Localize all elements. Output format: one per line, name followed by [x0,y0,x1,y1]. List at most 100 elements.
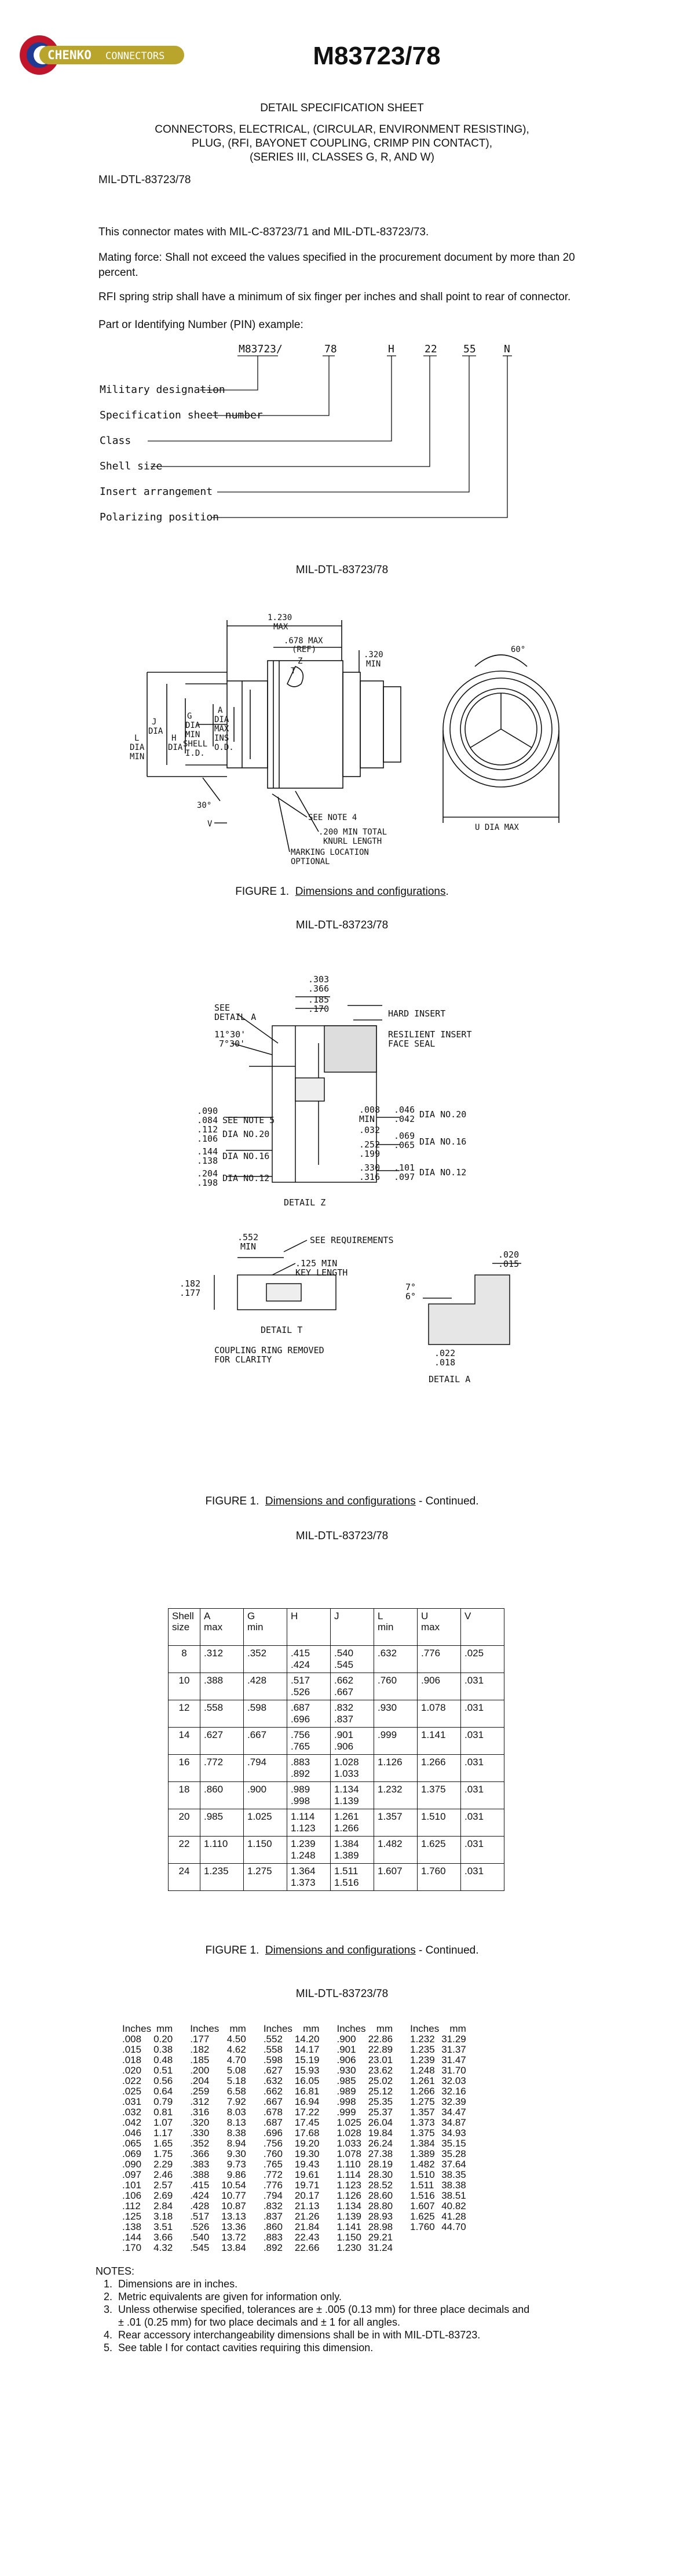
table-cell: 24 [168,1863,200,1891]
dim-knurl-max: .678 MAX [284,636,323,646]
conversion-inches: .204 [190,2075,210,2086]
table-cell: .558 [200,1700,244,1728]
conversion-mm: 13.84 [221,2242,246,2253]
conversion-inches: .182 [190,2044,210,2055]
table-cell: .999 [374,1727,418,1755]
figure1-caption-link[interactable]: Dimensions and configurations [295,886,446,898]
table-cell: .031 [460,1727,504,1755]
conversion-mm: 17.45 [294,2117,320,2128]
table-cell: 1.261 1.266 [330,1809,374,1837]
conversion-inches: .772 [263,2169,283,2180]
table-cell: 1.482 [374,1836,418,1864]
conversion-mm: 19.61 [294,2169,320,2180]
conversion-inches: .892 [263,2242,283,2253]
dim-552: .552 [237,1232,258,1243]
conversion-inches: .545 [190,2242,210,2253]
pin-example-diagram: M83723/ 78 H 22 55 N Military designatio… [100,343,512,523]
conversion-mm: 25.37 [368,2107,393,2118]
table-cell: 1.078 [417,1700,461,1728]
conversion-inches: .632 [263,2075,283,2086]
conversion-inches: .860 [263,2221,283,2232]
conversion-inches: .046 [122,2127,142,2138]
conversion-inches: .598 [263,2054,283,2065]
pin-part-shell: 22 [425,343,437,355]
table-cell: 1.760 [417,1863,461,1891]
conversion-mm: 28.80 [368,2200,393,2211]
angle-7: 7° [405,1282,416,1292]
conversion-inches: .428 [190,2200,210,2211]
figure1b-caption-link[interactable]: Dimensions and configurations [265,1495,416,1507]
conversion-inches: .200 [190,2065,210,2076]
conversion-mm: 10.77 [221,2190,246,2201]
table-cell: 1.110 [200,1836,244,1864]
conversion-inches [407,2243,441,2253]
dia-no20-b: DIA NO.20 [222,1129,269,1139]
conversion-mm: 0.48 [153,2054,173,2065]
conversion-inches: 1.239 [410,2054,435,2065]
conversion-inches: .540 [190,2232,210,2243]
label-z: Z [298,657,302,666]
figure1c-caption-link[interactable]: Dimensions and configurations [265,1944,416,1956]
conversion-header-mm: mm [229,2023,246,2034]
table-cell: 1.235 [200,1863,244,1891]
table-cell: .667 [243,1727,287,1755]
note-item: 2. Metric equivalents are given for info… [104,2291,342,2302]
conversion-header-inches: Inches [336,2023,366,2034]
table-cell: 18 [168,1781,200,1809]
pin-label-insert: Insert arrangement [100,486,213,498]
conversion-mm: 23.01 [368,2054,393,2065]
conversion-inches: 1.248 [410,2065,435,2076]
conversion-inches: .794 [263,2190,283,2201]
conversion-inches: .552 [263,2034,283,2045]
conversion-inches: .025 [122,2086,142,2097]
conversion-inches: .832 [263,2200,283,2211]
conversion-inches: .042 [122,2117,142,2128]
dim-177: .177 [180,1288,200,1298]
dim-032: .032 [359,1125,380,1135]
dim-320: .320 [364,650,383,660]
conversion-mm: 25.12 [368,2086,393,2097]
table-cell: .756 .765 [287,1727,331,1755]
angle-6: 6° [405,1291,416,1302]
dia-no12-b: DIA NO.12 [419,1167,466,1178]
conversion-header-mm: mm [376,2023,393,2034]
label-t: T [291,666,296,676]
table-cell: .772 [200,1754,244,1782]
table-cell: .025 [460,1645,504,1673]
table-cell: .930 [374,1700,418,1728]
dim-j-dia: DIA [148,727,163,736]
table-cell: 1.364 1.373 [287,1863,331,1891]
notes-section: NOTES: 1. Dimensions are in inches.2. Me… [96,2265,617,2354]
conversion-inches: .388 [190,2169,210,2180]
dim-g-dia: DIA [185,721,200,730]
conversion-inches: 1.141 [336,2221,362,2232]
conversion-inches: .366 [190,2148,210,2159]
conversion-inches: .125 [122,2211,142,2222]
conversion-inches: 1.123 [336,2180,362,2191]
conversion-inches: .837 [263,2211,283,2222]
dim-015: .015 [498,1259,519,1269]
conversion-inches: 1.232 [410,2034,435,2045]
dim-046: .046 [394,1105,415,1115]
conversion-mm: 19.43 [294,2159,320,2170]
dim-a-ins: INS [214,734,229,743]
table-cell: 1.126 [374,1754,418,1782]
dim-042: .042 [394,1114,415,1124]
conversion-inches: 1.033 [336,2138,362,2149]
conversion-inches: .900 [336,2034,356,2045]
conversion-mm: 8.94 [226,2138,246,2149]
note-item: 5. See table I for contact cavities requ… [104,2342,374,2353]
conversion-mm: 8.13 [226,2117,246,2128]
hard-insert-label: HARD INSERT [388,1008,445,1019]
dim-020: .020 [498,1249,519,1260]
figure1-caption: FIGURE 1. Dimensions and configurations. [235,886,449,898]
conversion-inches: 1.150 [336,2232,362,2243]
table-cell: 8 [168,1645,200,1673]
dim-303: .303 [308,974,329,985]
